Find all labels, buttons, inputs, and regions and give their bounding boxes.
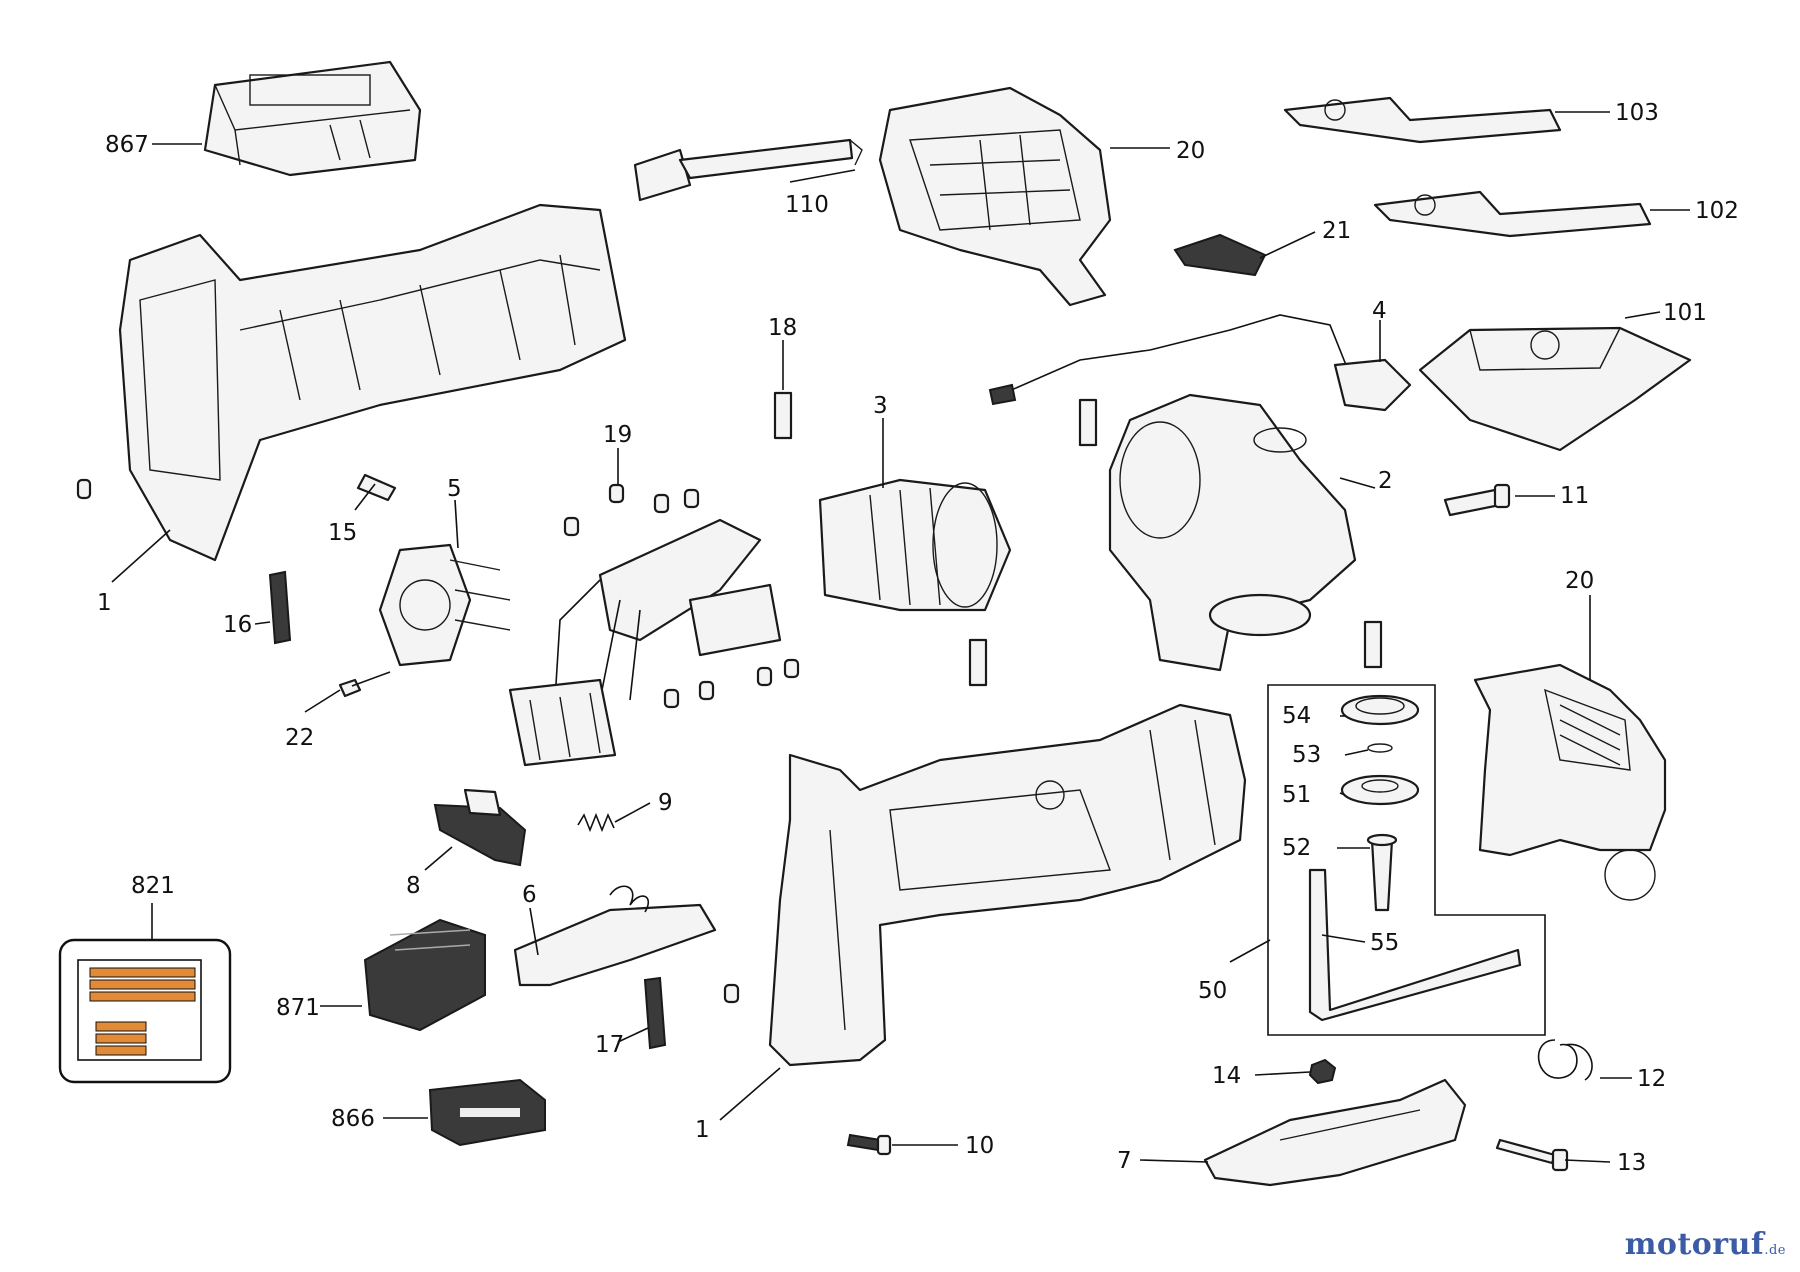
label-20-bottom: 20 xyxy=(1565,568,1594,594)
part-5-fan xyxy=(378,543,511,667)
label-2: 2 xyxy=(1378,468,1393,494)
label-1-top: 1 xyxy=(97,590,112,616)
label-22: 22 xyxy=(285,725,314,751)
label-14: 14 xyxy=(1212,1063,1241,1089)
part-866-battery xyxy=(428,1078,546,1147)
part-10-screw xyxy=(846,1133,892,1156)
part-20-upper-housing xyxy=(878,86,1112,307)
part-14-nut xyxy=(1308,1058,1337,1085)
label-bar-6 xyxy=(95,1045,147,1056)
label-17: 17 xyxy=(595,1032,624,1058)
label-16: 16 xyxy=(223,612,252,638)
label-bar-1 xyxy=(89,967,196,978)
label-867: 867 xyxy=(105,132,149,158)
part-22-screw xyxy=(338,671,391,698)
part-50-kit-frame xyxy=(1267,684,1546,1036)
label-866: 866 xyxy=(331,1106,375,1132)
label-18: 18 xyxy=(768,315,797,341)
label-821: 821 xyxy=(131,873,175,899)
part-871-battery xyxy=(363,918,486,1032)
part-13-screw xyxy=(1495,1138,1569,1172)
part-867-case xyxy=(203,60,422,177)
part-103-blade xyxy=(1283,96,1562,144)
label-102: 102 xyxy=(1695,198,1739,224)
label-21: 21 xyxy=(1322,218,1351,244)
part-small-pads xyxy=(76,391,1383,1004)
label-51: 51 xyxy=(1282,782,1311,808)
label-12: 12 xyxy=(1637,1066,1666,1092)
label-7: 7 xyxy=(1117,1148,1132,1174)
part-labels: 867 110 20 103 102 21 4 101 18 3 19 2 11… xyxy=(97,100,1739,1176)
part-21-switch-cover xyxy=(1173,233,1267,277)
part-11-screw xyxy=(1443,483,1511,517)
part-8-switch-slider xyxy=(433,788,527,867)
part-110-extraction-tube xyxy=(633,138,863,202)
label-110: 110 xyxy=(785,192,829,218)
part-101-sanding-pad xyxy=(1418,326,1692,452)
part-4-switch-wire xyxy=(988,314,1412,412)
label-20-top: 20 xyxy=(1176,138,1205,164)
part-9-spring xyxy=(577,812,615,833)
part-clips xyxy=(268,570,667,1050)
label-54: 54 xyxy=(1282,703,1311,729)
label-5: 5 xyxy=(447,476,462,502)
label-bar-2 xyxy=(89,979,196,990)
label-19: 19 xyxy=(603,422,632,448)
part-1-housing-half-top xyxy=(118,203,627,562)
label-101: 101 xyxy=(1663,300,1707,326)
watermark-suffix: .de xyxy=(1764,1243,1786,1258)
label-bar-3 xyxy=(89,991,196,1002)
label-9: 9 xyxy=(658,790,673,816)
label-bar-5 xyxy=(95,1033,147,1044)
label-bar-4 xyxy=(95,1021,147,1032)
label-3: 3 xyxy=(873,393,888,419)
part-20-lower-housing xyxy=(1473,663,1667,901)
part-6-switch-lever xyxy=(513,885,717,987)
label-11: 11 xyxy=(1560,483,1589,509)
label-55: 55 xyxy=(1370,930,1399,956)
label-4: 4 xyxy=(1372,298,1387,324)
part-7-bottom-cover xyxy=(1203,1078,1467,1187)
label-6: 6 xyxy=(522,882,537,908)
label-8: 8 xyxy=(406,873,421,899)
part-2-gear-head xyxy=(1108,393,1357,672)
part-102-blade xyxy=(1373,190,1652,238)
part-3-motor-assembly xyxy=(508,478,1012,767)
label-15: 15 xyxy=(328,520,357,546)
part-821-label-sheet xyxy=(58,938,232,1084)
label-1-bottom: 1 xyxy=(695,1117,710,1143)
part-12-clip xyxy=(1537,1039,1593,1081)
watermark-brand: motoruf xyxy=(1624,1227,1765,1262)
label-103: 103 xyxy=(1615,100,1659,126)
label-53: 53 xyxy=(1292,742,1321,768)
leader-lines xyxy=(111,111,1690,1163)
label-13: 13 xyxy=(1617,1150,1646,1176)
part-1-housing-center xyxy=(768,703,1247,1067)
label-871: 871 xyxy=(276,995,320,1021)
watermark-logo: motoruf.de xyxy=(1625,1227,1786,1262)
label-50: 50 xyxy=(1198,978,1227,1004)
label-52: 52 xyxy=(1282,835,1311,861)
label-10: 10 xyxy=(965,1133,994,1159)
